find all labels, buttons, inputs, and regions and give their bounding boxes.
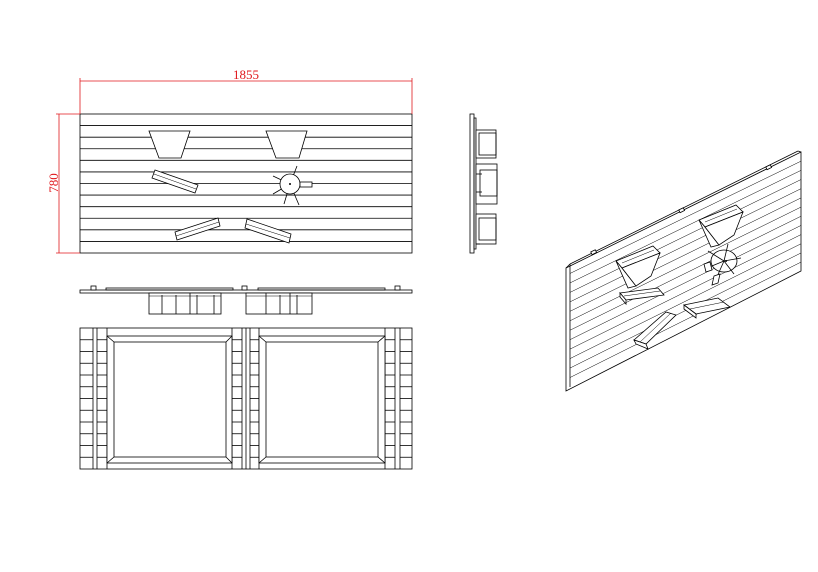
side-view <box>469 113 498 254</box>
water-wheel-front <box>272 165 313 206</box>
iso-slat-line <box>569 261 802 378</box>
iso-slat-line <box>569 243 802 359</box>
back-panel-right <box>258 335 386 464</box>
iso-slat-line <box>569 216 802 331</box>
back-view-slats <box>80 339 412 458</box>
iso-slat-line <box>569 225 802 340</box>
iso-slat-line <box>569 179 802 293</box>
front-view-slats <box>79 113 413 254</box>
iso-funnel-right <box>698 204 744 248</box>
iso-slat-line <box>569 234 802 350</box>
isometric-view <box>565 150 802 392</box>
back-view <box>79 327 413 470</box>
height-dimension: 780 <box>46 113 80 254</box>
height-dimension-label: 780 <box>46 173 61 193</box>
top-view <box>79 285 413 315</box>
front-view <box>79 113 413 254</box>
back-panel-left <box>106 335 233 464</box>
isometric-slats <box>569 160 802 378</box>
iso-slat-line <box>569 197 802 312</box>
iso-slat-line <box>569 170 802 284</box>
iso-ramp-upper-left <box>619 287 665 306</box>
iso-ramp-right <box>683 297 731 319</box>
iso-funnel-left <box>615 245 661 289</box>
width-dimension: 1855 <box>79 67 413 114</box>
funnel-right <box>265 130 308 159</box>
iso-water-wheel <box>703 243 742 286</box>
iso-ramp-lower <box>633 311 677 350</box>
iso-slat-line <box>569 188 802 303</box>
funnel-left <box>148 130 191 159</box>
iso-slat-line <box>569 160 802 274</box>
width-dimension-label: 1855 <box>233 67 259 82</box>
iso-slat-line <box>569 206 802 321</box>
